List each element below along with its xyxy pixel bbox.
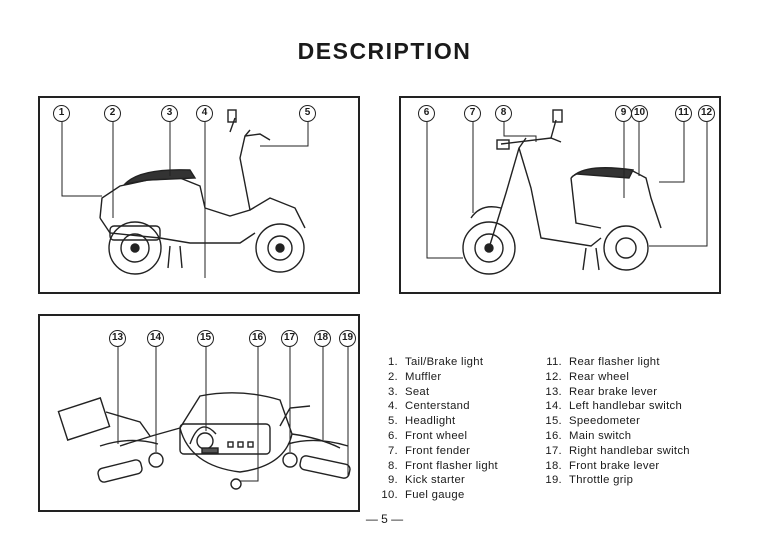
legend-number: 17. [545,444,562,457]
scooter-right-side-figure: 6 7 8 9 10 11 12 [399,96,721,294]
scooter-left-side-drawing [61,109,309,278]
callout-9: 9 [615,105,632,122]
legend-number: 9. [387,474,398,487]
legend-item: 4. Centerstand [376,399,498,414]
legend-item: 19. Throttle grip [540,473,690,488]
legend-number: 12. [545,370,562,383]
scooter-right-side-drawing [426,109,708,275]
legend-label: Right handlebar switch [569,444,690,457]
legend-number: 11. [546,356,562,368]
legend-item: 15. Speedometer [540,414,690,429]
legend-right-column: 11. Rear flasher light 12. Rear wheel 13. R… [540,355,690,488]
scooter-left-side-figure: 1 2 3 4 5 [38,96,360,294]
callout-15: 15 [197,330,214,347]
callout-19: 19 [339,330,356,347]
callout-8: 8 [495,105,512,122]
legend-label: Fuel gauge [405,489,465,502]
callout-17: 17 [281,330,298,347]
legend-item: 5. Headlight [376,414,498,429]
legend-item: 14. Left handlebar switch [540,399,690,414]
legend-label: Centerstand [405,400,470,413]
legend-label: Kick starter [405,474,466,487]
legend-label: Front brake lever [569,459,660,472]
handlebar-figure: 13 14 15 16 17 18 19 [38,314,360,512]
legend-number: 2. [387,370,398,383]
legend-item: 16. Main switch [540,429,690,444]
callout-5: 5 [299,105,316,122]
legend-item: 9. Kick starter [376,473,498,488]
legend-number: 1. [387,356,398,368]
legend-item: 12. Rear wheel [540,370,690,385]
legend-number: 4. [387,400,398,413]
legend-label: Tail/Brake light [405,356,484,368]
legend-item: 6. Front wheel [376,429,498,444]
legend-label: Rear flasher light [569,356,660,368]
legend-label: Front wheel [405,429,468,442]
page-title: DESCRIPTION [297,38,472,64]
legend-number: 5. [387,415,398,428]
legend-number: 15. [545,415,562,428]
callout-2: 2 [104,105,121,122]
legend-number: 18. [545,459,562,472]
legend-label: Seat [405,385,430,398]
legend-item: 8. Front flasher light [376,459,498,474]
page-number: — 5 — [365,512,404,526]
callout-11: 11 [675,105,692,122]
callout-13: 13 [109,330,126,347]
callout-3: 3 [161,105,178,122]
legend-label: Rear brake lever [569,385,658,398]
legend-item: 17. Right handlebar switch [540,444,690,459]
callout-4: 4 [196,105,213,122]
legend-label: Front flasher light [405,459,498,472]
legend-item: 13. Rear brake lever [540,385,690,400]
legend-label: Main switch [569,429,632,442]
callout-14: 14 [147,330,164,347]
legend-number: 19. [545,474,562,487]
legend-item: 10. Fuel gauge [376,488,498,503]
legend-label: Headlight [405,415,456,428]
callout-12: 12 [698,105,715,122]
handlebar-drawing [57,342,351,490]
callout-7: 7 [464,105,481,122]
legend-number: 13. [545,385,562,398]
legend-item: 11. Rear flasher light [540,355,690,370]
legend-number: 8. [387,459,398,472]
callout-16: 16 [249,330,266,347]
callout-10: 10 [631,105,648,122]
legend-number: 10. [381,489,398,502]
callout-6: 6 [418,105,435,122]
legend-number: 6. [387,429,398,442]
legend-label: Front fender [405,444,471,457]
legend-left-column: 1. Tail/Brake light 2. Muffler 3. Seat 4. Ce… [376,355,498,503]
legend-item: 2. Muffler [376,370,498,385]
callout-18: 18 [314,330,331,347]
callout-1: 1 [53,105,70,122]
legend-number: 14. [545,400,562,413]
legend-label: Rear wheel [569,370,630,383]
legend-item: 7. Front fender [376,444,498,459]
legend-label: Throttle grip [569,474,634,487]
legend-item: 18. Front brake lever [540,459,690,474]
legend-item: 3. Seat [376,385,498,400]
legend-label: Left handlebar switch [569,400,683,413]
legend-number: 16. [545,429,562,442]
legend-label: Speedometer [569,415,641,428]
legend-label: Muffler [405,370,442,383]
legend-item: 1. Tail/Brake light [376,355,498,370]
legend-number: 7. [387,444,398,457]
legend-number: 3. [387,385,398,398]
